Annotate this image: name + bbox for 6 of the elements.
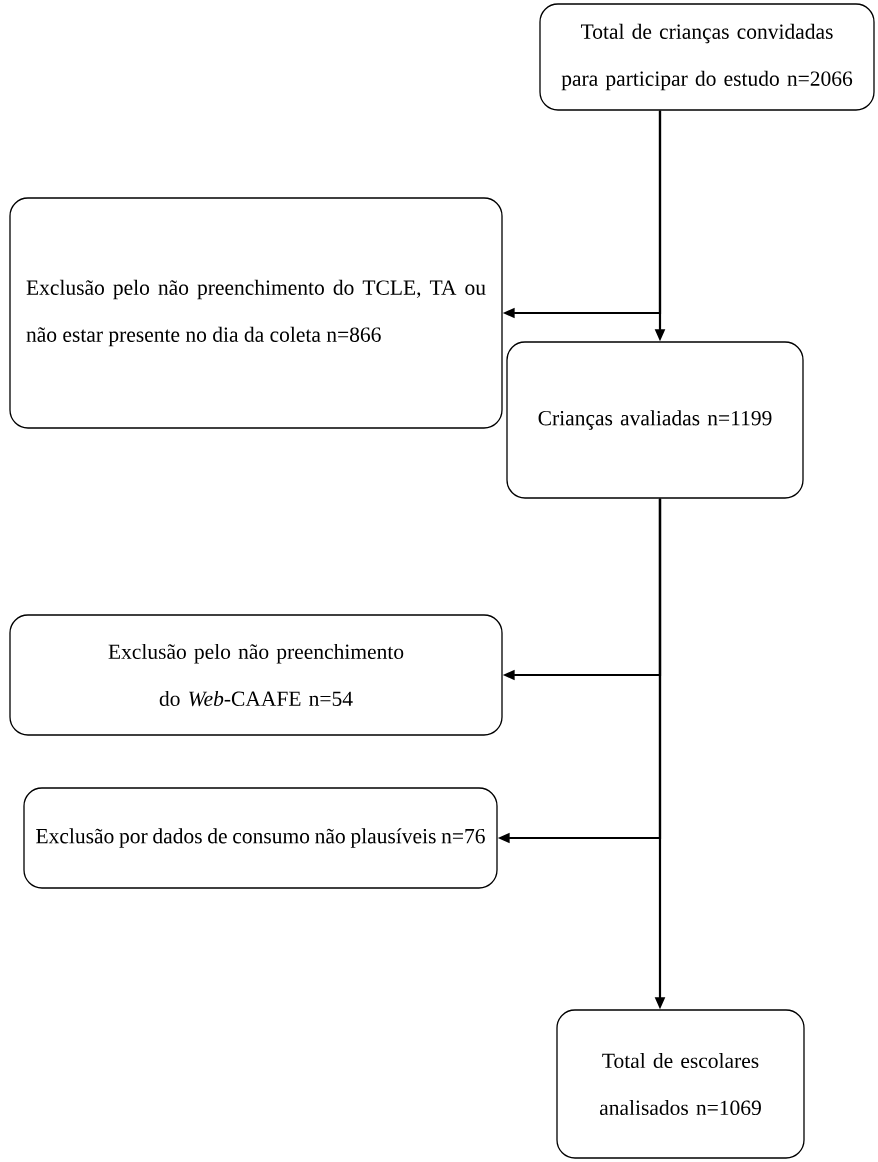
process-box: Total de crianças convidadas para participar do estudo n=2066 [539,3,875,111]
process-box: Exclusão pelo não preenchimento do Web-CAAFE n=54 [9,614,503,736]
process-box: Exclusão pelo não preenchimento do TCLE, TA ou não estar presente no dia da coleta n=866 [9,197,503,429]
process-box: Total de escolares analisados n=1069 [556,1009,805,1159]
process-box: Exclusão por dados de consumo não plausíveis n=76 [23,787,498,889]
process-box: Crianças avaliadas n=1199 [506,341,804,499]
